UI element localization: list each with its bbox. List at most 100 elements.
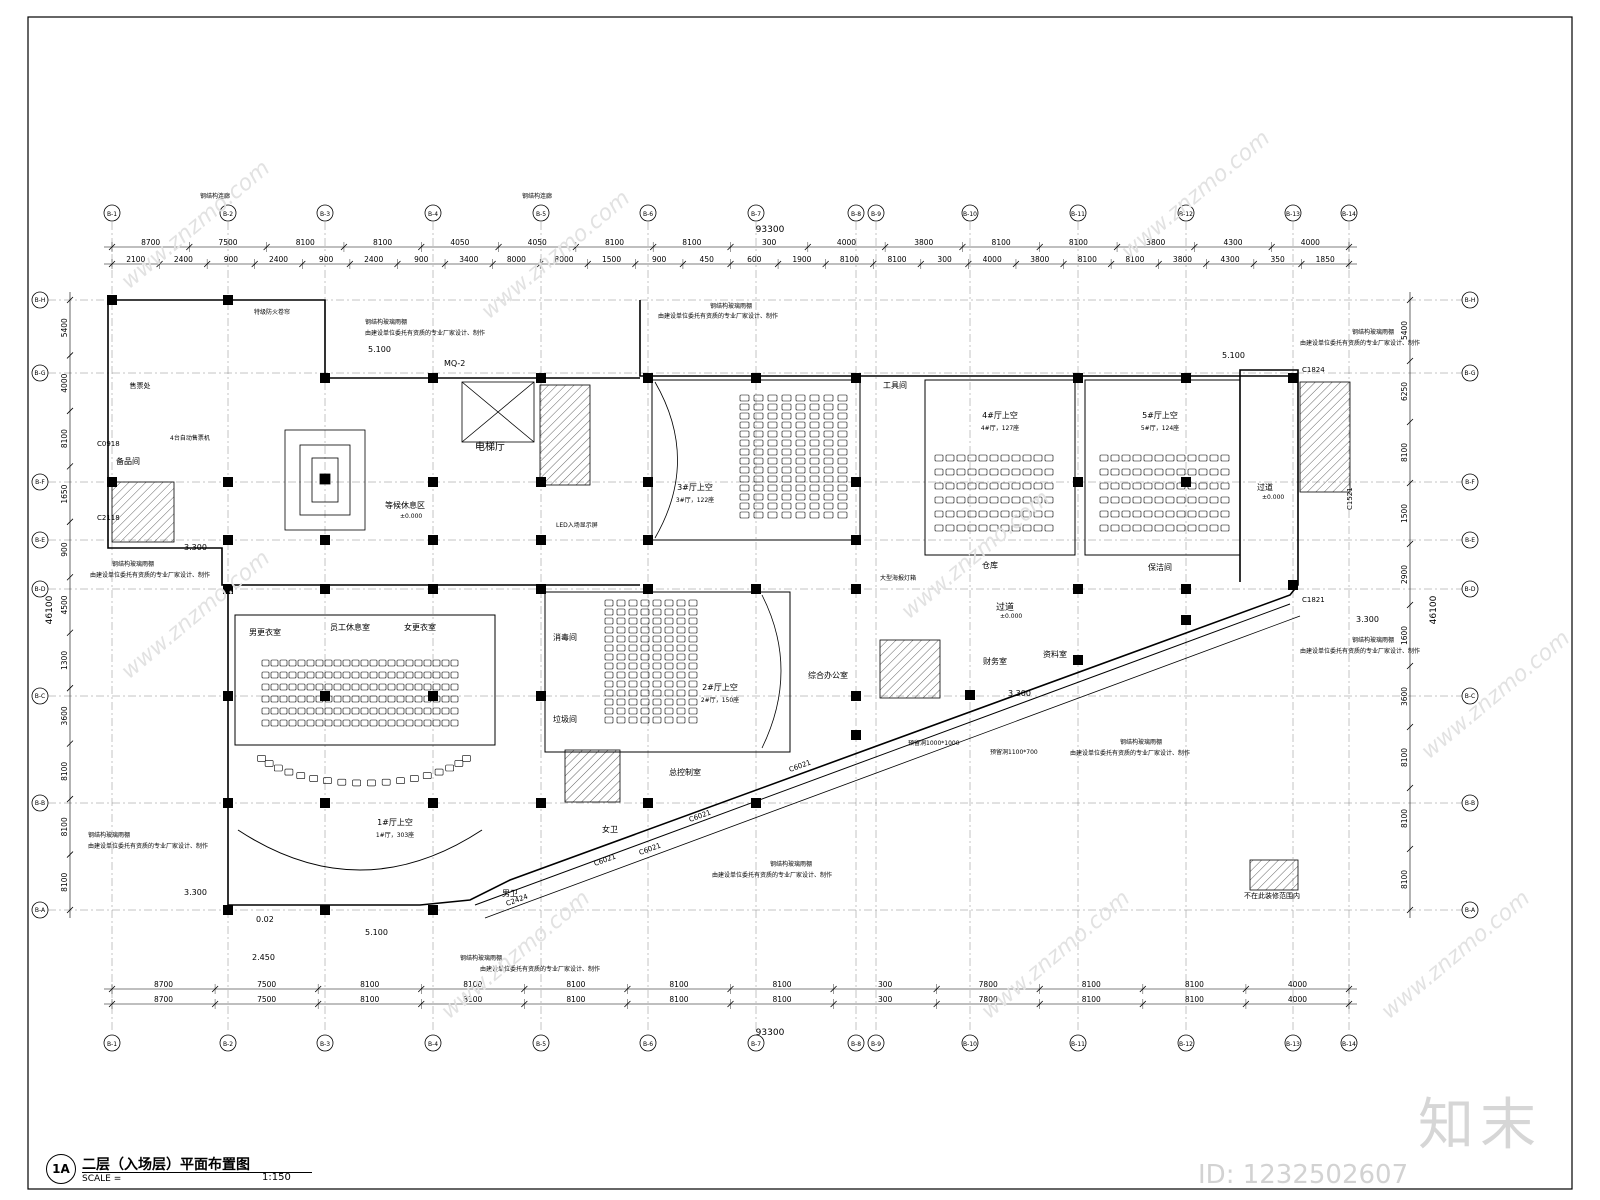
seat	[945, 524, 955, 532]
seat	[676, 689, 686, 697]
seat	[270, 671, 279, 679]
label-prep-room: 备品间	[116, 456, 140, 466]
seat	[284, 768, 294, 776]
seat	[1198, 496, 1208, 504]
column	[223, 584, 233, 594]
dimension-value: 8100	[1400, 748, 1409, 767]
seat	[628, 707, 638, 715]
seat	[809, 457, 820, 465]
seat	[767, 403, 778, 411]
dimension-tick	[66, 906, 74, 914]
axis-bubble	[31, 901, 49, 919]
dimension-value: 8100	[1069, 238, 1088, 247]
seat	[823, 403, 834, 411]
seat	[441, 683, 450, 691]
seat	[1033, 524, 1043, 532]
seat	[956, 454, 966, 462]
seat	[1220, 468, 1230, 476]
seat	[315, 707, 324, 715]
seat	[795, 502, 806, 510]
seat	[369, 695, 378, 703]
dimension-value: 8000	[507, 255, 526, 264]
seat	[837, 484, 848, 492]
dimension-tick	[66, 795, 74, 803]
seat	[604, 698, 614, 706]
seat	[432, 707, 441, 715]
dimension-value: 900	[60, 542, 69, 557]
column	[320, 535, 330, 545]
seat	[1099, 524, 1109, 532]
dimension-tick	[1406, 784, 1414, 792]
seat	[405, 707, 414, 715]
dimension-value: 8100	[840, 255, 859, 264]
seat	[1110, 496, 1120, 504]
seat	[688, 698, 698, 706]
seat	[1209, 510, 1219, 518]
seat	[934, 496, 944, 504]
seat	[1000, 496, 1010, 504]
seat	[387, 659, 396, 667]
seat	[387, 671, 396, 679]
seat	[781, 493, 792, 501]
seat	[270, 707, 279, 715]
seat	[604, 653, 614, 661]
seat	[1121, 510, 1131, 518]
dimension-value: 4300	[1221, 255, 1240, 264]
axis-bubble	[316, 204, 334, 222]
seat	[1176, 510, 1186, 518]
seat	[261, 707, 270, 715]
dimension-value: 300	[878, 980, 893, 989]
axis-bubble	[1069, 204, 1087, 222]
seat	[739, 502, 750, 510]
seat	[967, 468, 977, 476]
seat	[369, 659, 378, 667]
dimension-value: 350	[1270, 255, 1285, 264]
seat	[989, 524, 999, 532]
seat	[1011, 454, 1021, 462]
seat	[441, 659, 450, 667]
dimension-value: 900	[414, 255, 429, 264]
seat	[652, 617, 662, 625]
seat	[640, 599, 650, 607]
annotations: 钢结构玻璃雨棚 由建设单位委托有资质的专业厂家设计、制作 钢结构玻璃雨棚 由建设…	[88, 192, 1420, 973]
axis-label-right: B-B	[1465, 800, 1475, 807]
seat	[837, 475, 848, 483]
seat	[640, 707, 650, 715]
window-tag-2: C2118	[97, 514, 120, 522]
seat	[1000, 468, 1010, 476]
seat	[288, 671, 297, 679]
axis-label-top: B-12	[1179, 211, 1193, 218]
seat	[978, 482, 988, 490]
seat	[616, 716, 626, 724]
seat	[1110, 510, 1120, 518]
seat	[767, 430, 778, 438]
axis-bubble	[219, 204, 237, 222]
seat	[414, 695, 423, 703]
seat	[405, 683, 414, 691]
dimension-value: 4000	[1288, 995, 1307, 1004]
axis-bubble	[31, 531, 49, 549]
seat	[823, 493, 834, 501]
seat	[1154, 454, 1164, 462]
seat	[279, 719, 288, 727]
note-steel-glass-mid: 钢结构玻璃雨棚	[770, 860, 812, 868]
seat	[270, 659, 279, 667]
seat	[781, 457, 792, 465]
seat	[261, 659, 270, 667]
seat	[367, 779, 376, 787]
seat	[837, 430, 848, 438]
axis-label-bottom: B-9	[871, 1041, 881, 1048]
dimension-value: 3600	[60, 706, 69, 725]
seat	[664, 644, 674, 652]
seat	[414, 683, 423, 691]
seat	[989, 510, 999, 518]
seat	[956, 482, 966, 490]
seat	[324, 659, 333, 667]
seat	[967, 524, 977, 532]
seat	[616, 599, 626, 607]
axis-label-top: B-6	[643, 211, 653, 218]
column	[643, 477, 653, 487]
window-tag-8: C1821	[1302, 596, 1325, 604]
